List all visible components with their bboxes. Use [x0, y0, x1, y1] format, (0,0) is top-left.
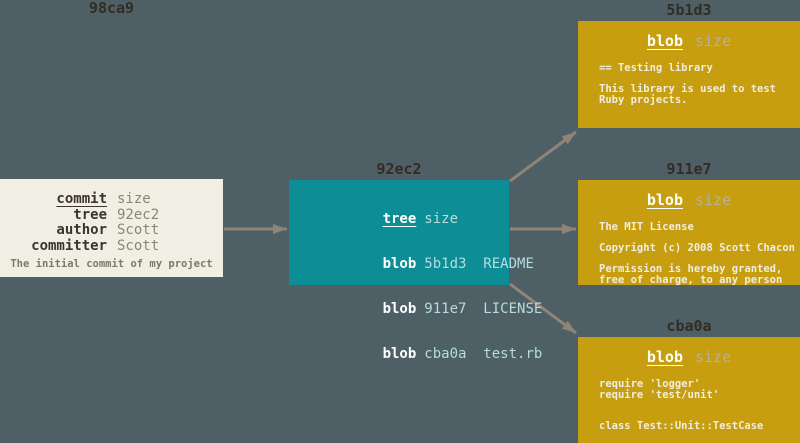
blob-cba0a-content: require 'logger' require 'test/unit' cla… [599, 378, 764, 432]
commit-row-author: author Scott [0, 222, 223, 239]
blob-size-value: size [695, 32, 732, 50]
commit-row-committer: committer Scott [0, 237, 223, 255]
blob-keyword: blob [382, 346, 417, 362]
blob-keyword: blob [646, 191, 683, 209]
author-value: Scott [117, 222, 160, 238]
blob-911e7-content: The MIT License Copyright (c) 2008 Scott… [599, 221, 795, 286]
readme-entry: 5b1d3 README [424, 256, 534, 272]
tree-size-value: size [424, 211, 459, 227]
commit-hash-label: 98ca9 [88, 0, 135, 17]
tree-row-license: blob 911e7 LICENSE [332, 287, 543, 332]
blob-keyword: blob [646, 348, 683, 366]
tree-keyword: tree [73, 206, 107, 223]
arrow-tree-to-blob-5b1d3 [509, 130, 577, 183]
commit-object-box: commit size tree 92ec2 author Scott comm… [0, 179, 223, 277]
blob-cba0a-hash-label: cba0a [666, 317, 712, 335]
tree-row-readme: blob 5b1d3 README [332, 242, 534, 287]
blob-size-value: size [695, 348, 732, 366]
committer-keyword: committer [31, 237, 107, 254]
committer-value: Scott [117, 237, 160, 254]
commit-row-commit: commit size [0, 191, 223, 208]
license-entry: 911e7 LICENSE [424, 301, 543, 317]
blob-header: blob size [578, 191, 800, 209]
blob-5b1d3-content: == Testing library This library is used … [599, 62, 777, 106]
blob-5b1d3-box: blob size == Testing library This library… [578, 21, 800, 128]
commit-row-tree: tree 92ec2 [0, 206, 223, 224]
tree-object-box: tree size blob 5b1d3 README blob 911e7 LICE… [289, 180, 542, 362]
tree-row-testrb: blob cba0a test.rb [332, 332, 543, 377]
blob-5b1d3-hash-label: 5b1d3 [666, 1, 712, 19]
testrb-entry: cba0a test.rb [424, 346, 543, 362]
commit-message: The initial commit of my project [10, 258, 213, 270]
blob-keyword: blob [382, 256, 417, 272]
blob-cba0a-box: blob size require 'logger' require 'test/… [578, 337, 800, 443]
tree-row-header: tree size [332, 197, 509, 242]
tree-keyword: tree [382, 211, 417, 227]
author-keyword: author [56, 222, 107, 238]
commit-size-value: size [117, 191, 151, 207]
blob-size-value: size [695, 191, 732, 209]
tree-hash-value: 92ec2 [117, 206, 160, 223]
commit-keyword: commit [56, 191, 107, 207]
tree-hash-label: 92ec2 [376, 160, 422, 178]
blob-keyword: blob [382, 301, 417, 317]
blob-911e7-box: blob size The MIT License Copyright (c) 2… [578, 180, 800, 285]
blob-header: blob size [578, 348, 800, 366]
blob-keyword: blob [646, 32, 683, 50]
blob-911e7-hash-label: 911e7 [666, 160, 712, 178]
blob-header: blob size [578, 32, 800, 50]
